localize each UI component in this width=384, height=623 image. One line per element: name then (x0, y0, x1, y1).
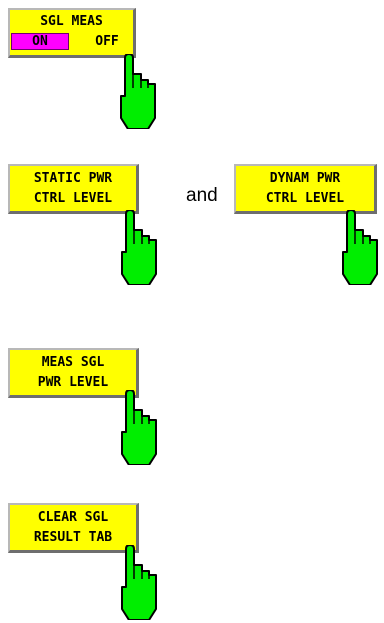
softkey-label-line-2: RESULT TAB (33, 530, 113, 545)
dynam-pwr-ctrl-level-softkey[interactable]: DYNAM PWR CTRL LEVEL (234, 164, 377, 214)
softkey-label-line-1: DYNAM PWR (269, 171, 341, 186)
clear-sgl-result-tab-softkey[interactable]: CLEAR SGL RESULT TAB (8, 503, 139, 553)
softkey-label-line-1: STATIC PWR (33, 171, 113, 186)
connector-text: and (186, 185, 218, 206)
softkey-label-line-2: CTRL LEVEL (265, 191, 345, 206)
pointing-hand-icon (121, 545, 157, 620)
pointing-hand-icon (120, 54, 156, 129)
toggle-off-state: OFF (95, 34, 119, 49)
static-pwr-ctrl-level-softkey[interactable]: STATIC PWR CTRL LEVEL (8, 164, 139, 214)
pointing-hand-icon (121, 210, 157, 285)
sgl-meas-softkey[interactable]: SGL MEAS ON OFF (8, 8, 136, 58)
meas-sgl-pwr-level-softkey[interactable]: MEAS SGL PWR LEVEL (8, 348, 139, 398)
softkey-label-line-2: PWR LEVEL (37, 375, 109, 390)
softkey-label-line-1: MEAS SGL (41, 355, 105, 370)
pointing-hand-icon (342, 210, 378, 285)
toggle-on-state: ON (11, 33, 69, 50)
softkey-label: SGL MEAS (40, 14, 103, 29)
pointing-hand-icon (121, 390, 157, 465)
softkey-label-line-1: CLEAR SGL (37, 510, 109, 525)
softkey-label-line-2: CTRL LEVEL (33, 191, 113, 206)
